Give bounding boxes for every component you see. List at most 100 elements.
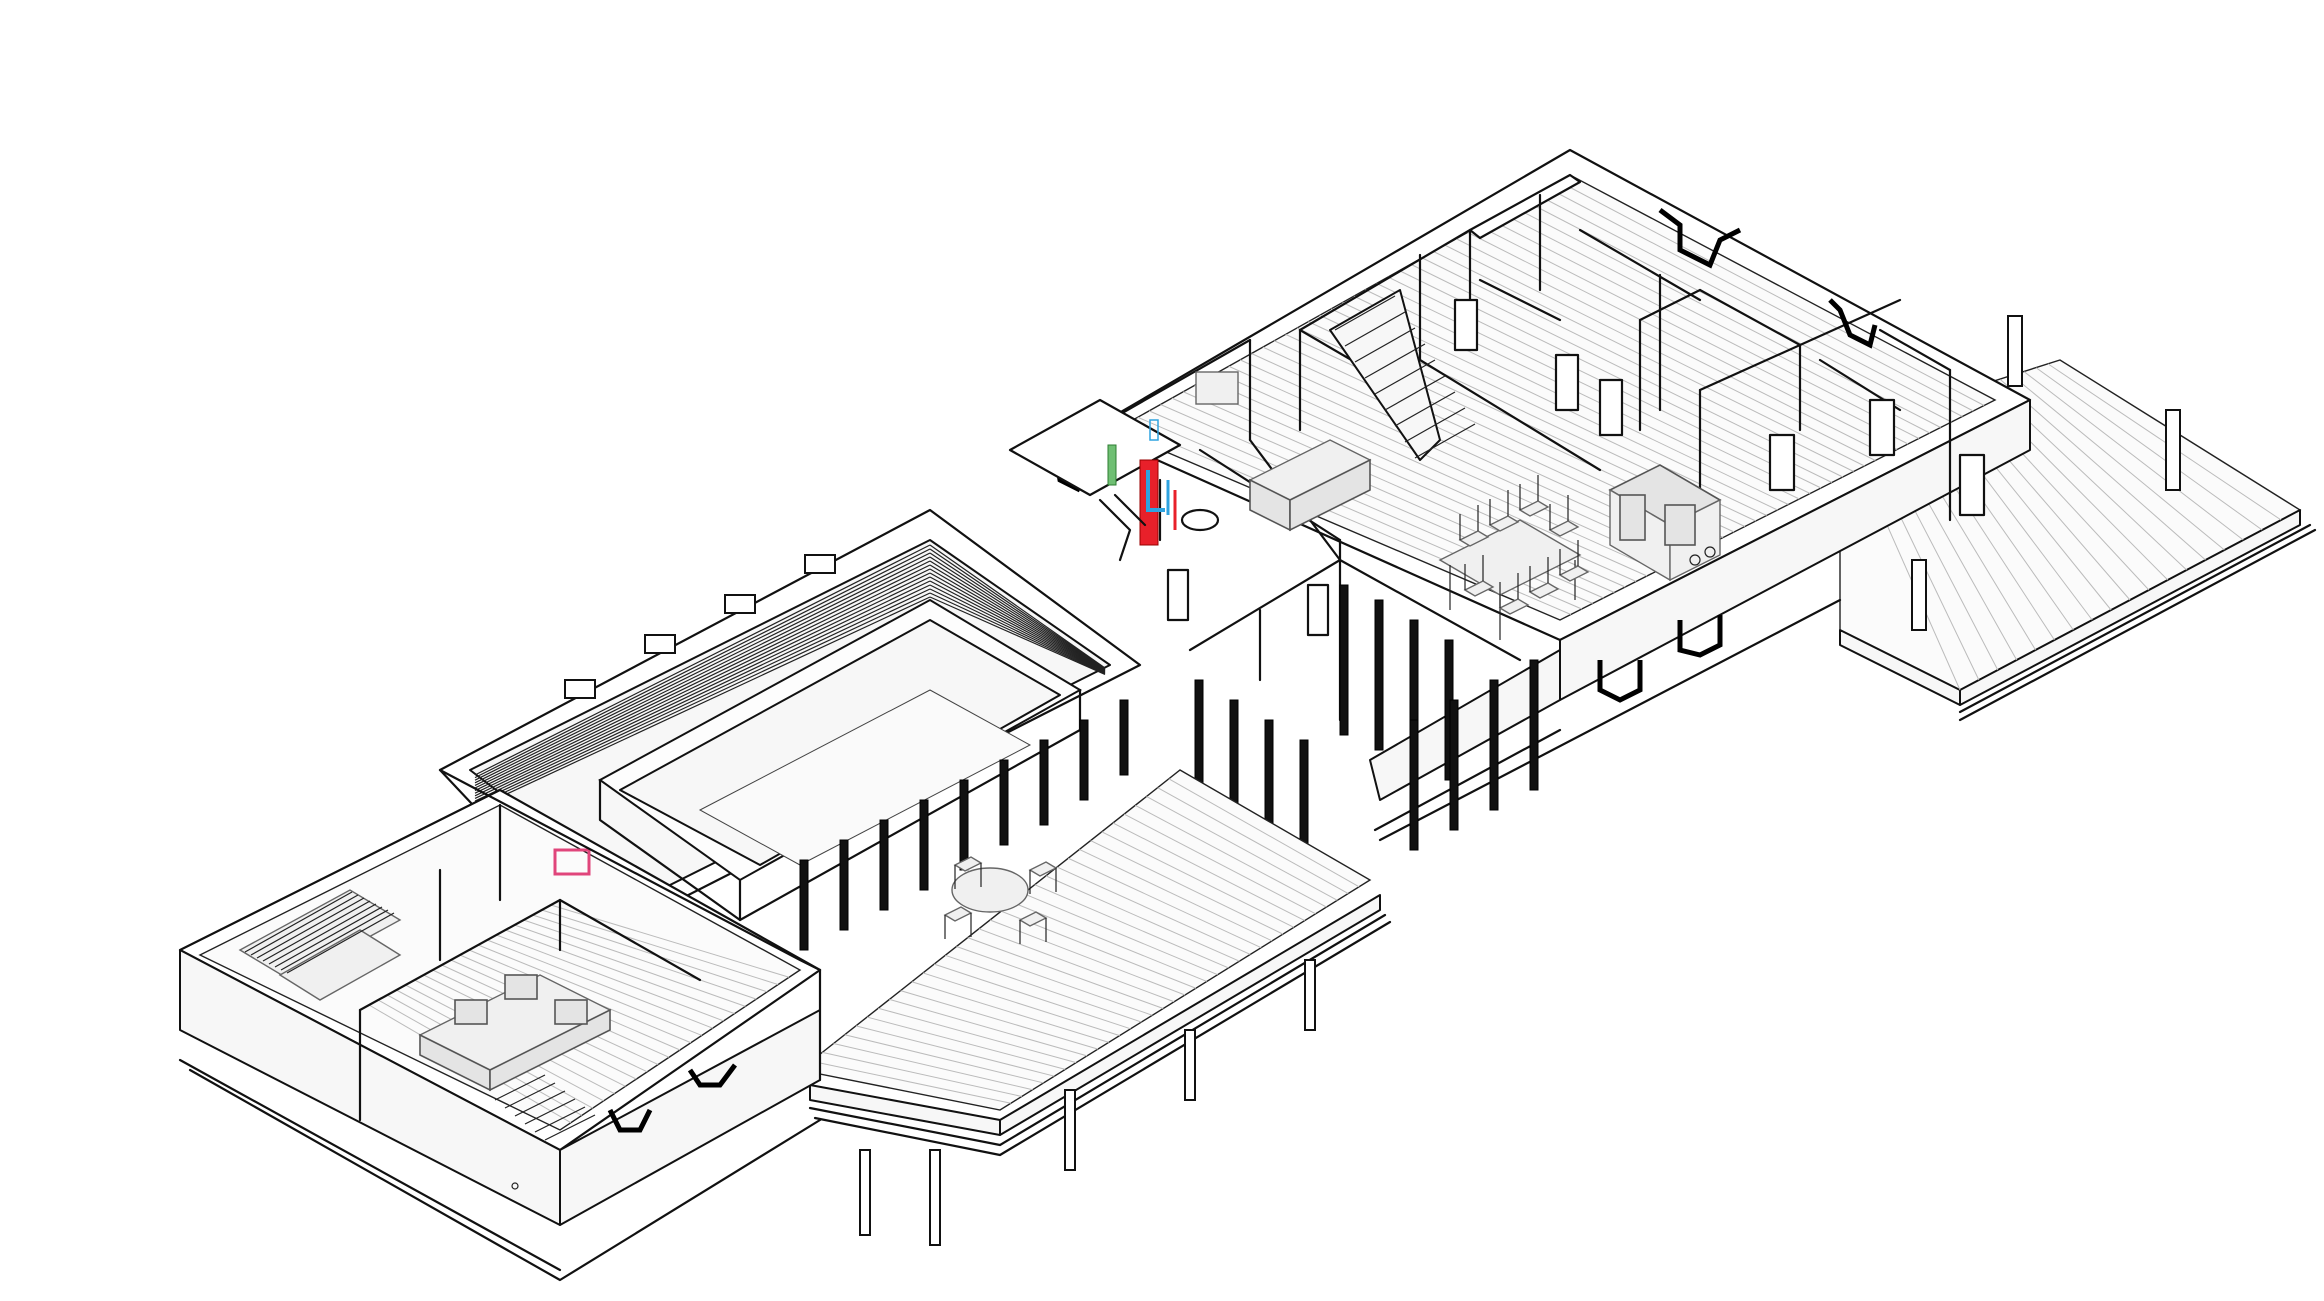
- linework: [933, 963, 1131, 1030]
- linework: [268, 903, 377, 965]
- linework: [544, 1114, 596, 1141]
- dining-table: [1438, 475, 1590, 640]
- linework: [929, 544, 1106, 669]
- towel-rail: [553, 848, 591, 876]
- deck-stilt: [859, 1149, 871, 1236]
- linework: [929, 588, 1106, 675]
- linework: [1079, 848, 1273, 942]
- linework: [256, 897, 365, 959]
- linework: [474, 580, 931, 799]
- linework: [929, 548, 1106, 669]
- dining-chair: [1548, 520, 1580, 537]
- lounge-sofa: [418, 974, 612, 1092]
- linework: [866, 1016, 1066, 1070]
- linework: [1228, 365, 1669, 566]
- linework: [1433, 251, 1865, 467]
- linework: [524, 1098, 576, 1125]
- oven: [1664, 504, 1696, 546]
- linework: [878, 1007, 1077, 1064]
- linework: [474, 568, 931, 792]
- linework: [504, 1082, 556, 1109]
- linework: [514, 924, 746, 1007]
- linework: [922, 972, 1120, 1037]
- linework: [474, 552, 931, 781]
- deck-stilt: [929, 1149, 941, 1246]
- dining-chair: [1463, 580, 1495, 597]
- linework: [1101, 831, 1295, 928]
- linework: [1456, 238, 1887, 456]
- pool-block: [438, 508, 1142, 951]
- living-room: [1195, 371, 1372, 532]
- linework: [1157, 787, 1349, 894]
- pool-water: [698, 689, 1032, 866]
- dining-chair: [1528, 582, 1560, 599]
- door: [1306, 583, 1330, 637]
- linework: [1547, 187, 1974, 412]
- linework: [505, 929, 735, 1015]
- deck-chair: [943, 906, 973, 922]
- linework: [474, 596, 931, 810]
- linework: [474, 556, 931, 784]
- pool-glass-doors: [799, 699, 1129, 951]
- linework: [1535, 193, 1963, 417]
- linework: [487, 939, 713, 1029]
- linework: [1023, 893, 1218, 976]
- linework: [929, 596, 1106, 676]
- terrace-post: [2007, 315, 2023, 387]
- linework: [494, 1074, 546, 1101]
- dining-chair: [1498, 598, 1530, 615]
- linework: [274, 906, 383, 968]
- left-block: [178, 788, 822, 1282]
- linework: [1344, 311, 1406, 347]
- linework: [1239, 359, 1680, 560]
- linework: [477, 944, 703, 1036]
- linework: [1217, 372, 1659, 571]
- glass-door: [1489, 679, 1499, 811]
- linework: [844, 1034, 1044, 1084]
- linework: [244, 891, 353, 953]
- terrace-post: [2165, 409, 2181, 491]
- linework: [1376, 282, 1811, 494]
- terrace-post: [1911, 559, 1927, 631]
- linework: [900, 990, 1099, 1050]
- linework: [967, 937, 1164, 1009]
- round-table: [951, 867, 1029, 913]
- sauna: [238, 889, 402, 1001]
- deck-stilt: [1184, 1029, 1196, 1101]
- door: [1768, 433, 1796, 492]
- pipe: [1149, 419, 1159, 441]
- linework: [929, 568, 1106, 672]
- dining-chair: [1458, 530, 1490, 547]
- dining-chair: [1488, 515, 1520, 532]
- utility-room: [1008, 398, 1220, 562]
- linework: [822, 1051, 1022, 1097]
- door: [1868, 398, 1896, 457]
- linework: [929, 552, 1106, 670]
- vent: [644, 634, 676, 654]
- dining-chair: [1518, 500, 1550, 517]
- door: [1598, 378, 1624, 437]
- vent: [564, 679, 596, 699]
- linework: [811, 1060, 1011, 1104]
- linework: [1999, 379, 2206, 561]
- pipe: [1107, 444, 1117, 486]
- linework: [1090, 840, 1284, 935]
- linework: [474, 548, 931, 779]
- linework: [496, 934, 724, 1022]
- linework: [889, 998, 1088, 1057]
- linework: [1404, 407, 1466, 443]
- linework: [474, 588, 931, 805]
- glass-door: [1409, 719, 1419, 851]
- vent: [804, 554, 836, 574]
- linework: [1205, 378, 1648, 577]
- linework: [474, 544, 931, 776]
- windows: [1033, 208, 1878, 861]
- glass-door: [1339, 584, 1349, 736]
- deck-stilt: [1064, 1089, 1076, 1171]
- linework: [534, 1106, 586, 1133]
- linework: [523, 919, 757, 1000]
- linework: [1334, 295, 1396, 331]
- linework: [929, 576, 1106, 673]
- linework: [929, 556, 1106, 671]
